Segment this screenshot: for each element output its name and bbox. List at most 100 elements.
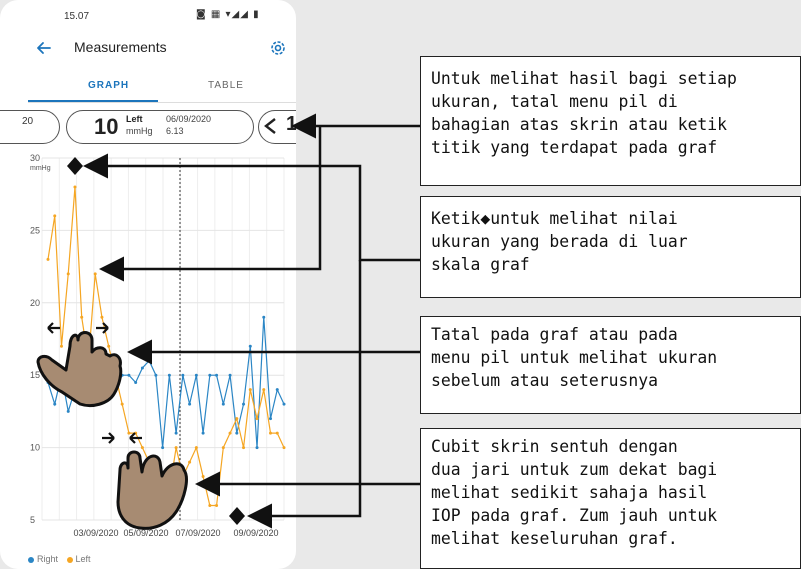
legend-label-left: Left bbox=[75, 554, 91, 564]
data-point-left bbox=[120, 402, 124, 406]
data-point-left bbox=[194, 446, 198, 450]
tab-table[interactable]: TABLE bbox=[208, 80, 244, 91]
data-point-left bbox=[174, 446, 178, 450]
data-point-left bbox=[262, 388, 266, 392]
callout-pinch-zoom: Cubit skrin sentuh dengan dua jari untuk… bbox=[420, 428, 801, 569]
data-point-left bbox=[73, 185, 77, 189]
data-point-right bbox=[140, 366, 144, 370]
data-point-right bbox=[154, 373, 158, 377]
data-point-right bbox=[181, 373, 185, 377]
data-point-left bbox=[66, 272, 70, 276]
legend-dot-left bbox=[66, 556, 73, 563]
callout-line: menu pil untuk melihat ukuran bbox=[431, 348, 718, 367]
data-point-right bbox=[255, 446, 259, 450]
tab-graph[interactable]: GRAPH bbox=[88, 80, 130, 91]
legend-label-right: Right bbox=[37, 554, 59, 564]
callout-line: ukuran, tatal menu pil di bbox=[431, 92, 678, 111]
arrow-callout-2-bottom bbox=[247, 260, 362, 529]
data-point-left bbox=[107, 344, 111, 348]
data-point-right bbox=[66, 409, 70, 413]
tab-divider bbox=[28, 102, 296, 103]
pill-current-date: 06/09/2020 bbox=[166, 114, 212, 124]
arrow-left-icon bbox=[264, 118, 276, 134]
legend-item-right: Right bbox=[28, 554, 58, 564]
callout-out-of-range: Ketik◆untuk melihat nilai ukuran yang be… bbox=[420, 196, 801, 298]
x-tick-label: 03/09/2020 bbox=[73, 528, 118, 538]
callout-line: titik yang terdapat pada graf bbox=[431, 138, 718, 157]
callout-scroll: Tatal pada graf atau pada menu pil untuk… bbox=[420, 316, 801, 414]
data-point-right bbox=[235, 431, 239, 435]
callout-line: melihat sedikit sahaja hasil bbox=[431, 483, 708, 502]
data-point-right bbox=[248, 344, 252, 348]
data-point-right bbox=[262, 315, 266, 319]
data-point-left bbox=[248, 388, 252, 392]
data-point-left bbox=[46, 257, 50, 261]
data-point-right bbox=[127, 373, 131, 377]
callout-line: IOP pada graf. Zum jauh untuk bbox=[431, 506, 718, 525]
data-point-left bbox=[269, 431, 273, 435]
data-point-right bbox=[188, 402, 192, 406]
data-point-left bbox=[127, 431, 131, 435]
diamond-marker-bottom[interactable] bbox=[229, 507, 245, 525]
data-point-left bbox=[53, 214, 57, 218]
data-point-left bbox=[275, 431, 279, 435]
data-point-right bbox=[194, 373, 198, 377]
data-point-right bbox=[275, 388, 279, 392]
data-point-right bbox=[208, 373, 212, 377]
callout-line: bahagian atas skrin atau ketik bbox=[431, 115, 728, 134]
diamond-marker-top[interactable] bbox=[67, 157, 83, 175]
pill-current-unit: mmHg bbox=[126, 126, 153, 136]
data-point-left bbox=[188, 460, 192, 464]
y-tick-label: 5 bbox=[30, 515, 35, 525]
scroll-hand-icon bbox=[36, 322, 123, 408]
callout-line: Untuk melihat hasil bagi setiap bbox=[431, 69, 737, 88]
data-point-left bbox=[59, 344, 63, 348]
callout-line: Tatal pada graf atau pada bbox=[431, 325, 678, 344]
pill-previous[interactable] bbox=[0, 110, 60, 144]
callout-line: melihat keseluruhan graf. bbox=[431, 529, 678, 548]
status-time: 15.07 bbox=[64, 11, 90, 22]
page-title: Measurements bbox=[74, 39, 167, 55]
y-tick-label: 15 bbox=[30, 370, 40, 380]
data-point-right bbox=[228, 373, 232, 377]
y-tick-label: 10 bbox=[30, 443, 40, 453]
pill-previous-value: 20 bbox=[22, 116, 34, 127]
chart-legend: Right Left bbox=[28, 554, 97, 564]
x-tick-label: 09/09/2020 bbox=[233, 528, 278, 538]
data-point-right bbox=[269, 417, 273, 421]
y-tick-label: 20 bbox=[30, 298, 40, 308]
data-point-left bbox=[282, 446, 286, 450]
data-point-left bbox=[140, 446, 144, 450]
pill-current-extra: 6.13 bbox=[166, 126, 184, 136]
data-point-right bbox=[221, 402, 225, 406]
pinch-hand-icon bbox=[102, 432, 188, 530]
callout-line: Cubit skrin sentuh dengan bbox=[431, 437, 678, 456]
data-point-right bbox=[282, 402, 286, 406]
pill-next[interactable] bbox=[258, 110, 296, 144]
callout-line: sebelum atau seterusnya bbox=[431, 371, 658, 390]
status-icons: ◙ ▦ ▾◢◢ ▮ bbox=[196, 9, 260, 20]
x-tick-label: 07/09/2020 bbox=[175, 528, 220, 538]
pill-current[interactable] bbox=[66, 110, 254, 144]
data-point-left bbox=[80, 315, 84, 319]
arrow-left-icon[interactable] bbox=[34, 38, 54, 58]
callout-line: ukuran yang berada di luar bbox=[431, 232, 688, 251]
gear-icon[interactable] bbox=[268, 38, 288, 58]
data-point-left bbox=[221, 446, 225, 450]
y-axis-label: mmHg bbox=[30, 165, 51, 172]
x-tick-label: 05/09/2020 bbox=[123, 528, 168, 538]
arrow-callout-1-point bbox=[99, 126, 322, 282]
y-tick-label: 30 bbox=[30, 153, 40, 163]
tab-indicator bbox=[28, 100, 158, 102]
y-tick-label: 25 bbox=[30, 225, 40, 235]
callout-line: Ketik◆untuk melihat nilai bbox=[431, 209, 678, 228]
legend-dot-right bbox=[28, 556, 34, 563]
data-point-right bbox=[174, 431, 178, 435]
callout-line: skala graf bbox=[431, 255, 530, 274]
data-point-right bbox=[242, 402, 246, 406]
legend-item-left: Left bbox=[66, 554, 91, 564]
data-point-left bbox=[255, 417, 259, 421]
data-point-right bbox=[215, 373, 219, 377]
data-point-left bbox=[242, 446, 246, 450]
data-point-left bbox=[228, 431, 232, 435]
